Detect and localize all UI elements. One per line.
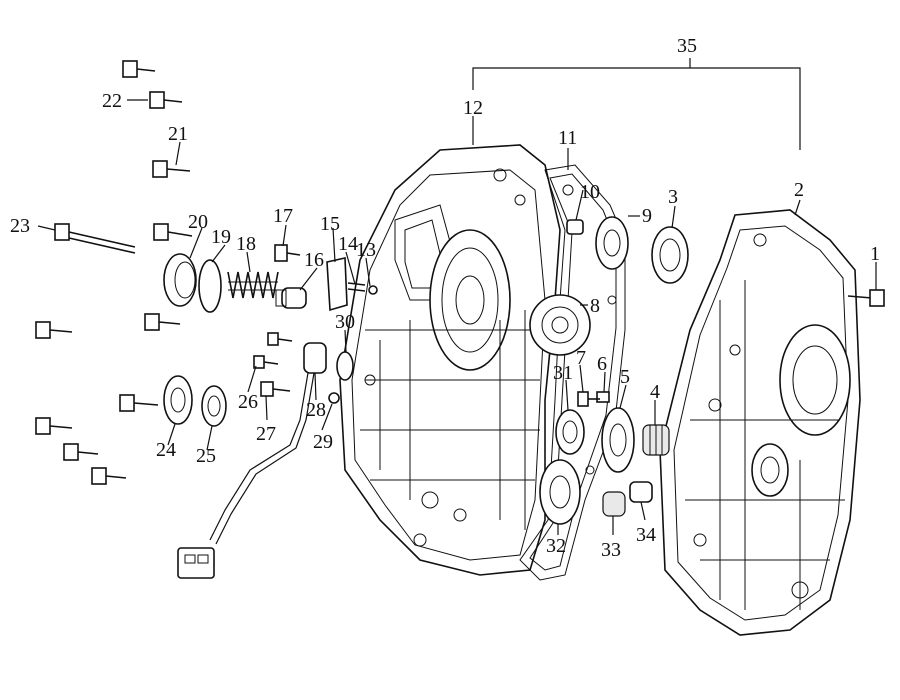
callout-32: 32: [546, 535, 566, 557]
bushing-33: [602, 491, 626, 517]
pin-13: [368, 285, 378, 295]
callout-2: 2: [794, 179, 804, 201]
bearing-8: [529, 294, 591, 356]
callout-28: 28: [306, 399, 326, 421]
o-ring-30: [336, 351, 354, 381]
callout-14: 14: [338, 233, 358, 255]
bolt-21: [152, 160, 191, 178]
callout-12: 12: [463, 97, 483, 119]
neutral-sensor-28: [177, 342, 327, 579]
assembly-bracket-35: [472, 58, 801, 150]
callout-23: 23: [10, 215, 30, 237]
callout-19: 19: [211, 226, 231, 248]
dowel-pin-10: [566, 219, 584, 235]
bolts-left-stack: [35, 417, 127, 485]
o-ring-19: [198, 259, 222, 313]
bolt-left-b: [35, 321, 73, 339]
bolts-22: [122, 60, 183, 109]
callout-25: 25: [196, 445, 216, 467]
callout-9: 9: [642, 205, 652, 227]
callout-24: 24: [156, 439, 176, 461]
long-bolt-23: [54, 223, 136, 254]
callout-27: 27: [256, 423, 276, 445]
leader-lines: [37, 99, 877, 535]
callout-6: 6: [597, 353, 607, 375]
bolt-1: [847, 289, 885, 307]
oil-seal-5: [601, 407, 635, 473]
spring-18: [227, 271, 279, 299]
callout-5: 5: [620, 366, 630, 388]
callout-34: 34: [636, 524, 656, 546]
callout-26: 26: [238, 391, 258, 413]
callout-7: 7: [576, 347, 586, 369]
callout-31: 31: [553, 362, 573, 384]
callout-35: 35: [677, 35, 697, 57]
bearing-3: [651, 226, 689, 284]
callout-33: 33: [601, 539, 621, 561]
washer-29: [328, 392, 340, 404]
callout-11: 11: [558, 127, 577, 149]
oil-strainer-16: [275, 287, 307, 309]
callout-18: 18: [236, 233, 256, 255]
needle-bearing-4: [642, 424, 670, 456]
callout-30: 30: [335, 311, 355, 333]
callout-20: 20: [188, 211, 208, 233]
pin-14: [347, 282, 366, 292]
plate-15: [326, 257, 348, 312]
bushing-34: [629, 481, 653, 503]
right-crankcase-half: [659, 209, 861, 636]
callout-labels: 35 12 11 2 10 9 3 1 8 22 21 23 17 20 19 …: [10, 35, 880, 561]
bearing-9: [595, 216, 629, 270]
callout-4: 4: [650, 381, 660, 403]
dowel-6: [596, 391, 610, 403]
callout-13: 13: [356, 239, 376, 261]
callout-10: 10: [580, 181, 600, 203]
bolt-27: [260, 381, 291, 397]
callout-29: 29: [313, 431, 333, 453]
left-crankcase-half: [339, 144, 561, 576]
bolt-17: [274, 244, 301, 262]
callout-16: 16: [304, 249, 324, 271]
callout-1: 1: [870, 243, 880, 265]
oil-seal-24: [163, 375, 193, 425]
callout-17: 17: [273, 205, 293, 227]
callout-21: 21: [168, 123, 188, 145]
bolt-upper-20: [153, 223, 193, 241]
bolt-26: [253, 332, 293, 369]
callout-8: 8: [590, 295, 600, 317]
bolt-left-c: [119, 394, 159, 412]
callout-15: 15: [320, 213, 340, 235]
bearing-32: [539, 459, 581, 525]
bearing-31: [555, 409, 585, 455]
callout-3: 3: [668, 186, 678, 208]
oil-seal-25: [201, 385, 227, 427]
filter-cap-20: [163, 253, 197, 307]
bolt-left-a: [144, 313, 181, 331]
callout-22: 22: [102, 90, 122, 112]
